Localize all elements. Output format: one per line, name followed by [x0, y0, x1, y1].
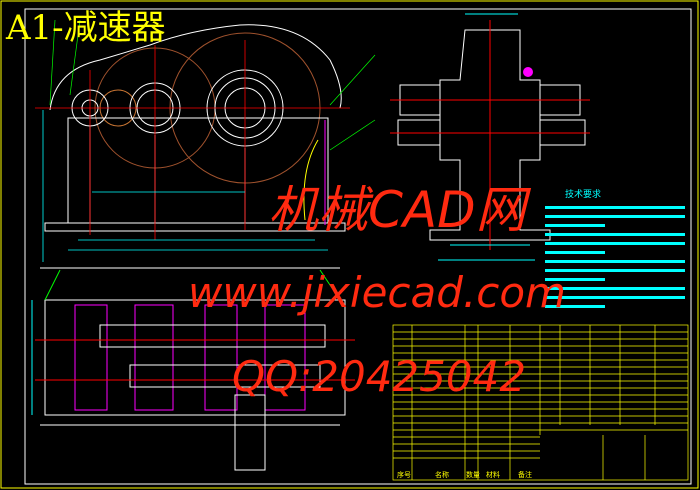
tech-line	[545, 233, 685, 236]
table-header-qty: 数量	[466, 471, 480, 479]
side-view	[390, 13, 590, 261]
tech-requirements-heading: 技术要求	[565, 190, 602, 200]
tech-line	[545, 206, 685, 209]
tech-line	[545, 269, 685, 272]
drawing-title: A1-减速器	[6, 8, 166, 48]
tech-line	[545, 251, 605, 254]
inner-border	[24, 8, 692, 485]
table-header-index: 序号	[397, 471, 411, 479]
tech-line	[545, 215, 685, 218]
watermark-url: www.jixiecad.com	[188, 268, 566, 317]
table-header-remark: 备注	[518, 471, 532, 479]
tech-line	[545, 260, 685, 263]
tech-requirements: 技术要求	[545, 190, 695, 308]
tech-line	[545, 224, 605, 227]
tech-line	[545, 278, 605, 281]
table-header-material: 材料	[486, 471, 500, 479]
front-view	[35, 19, 376, 262]
watermark-qq: QQ:20425042	[232, 352, 527, 401]
table-header-name: 名称	[435, 471, 449, 479]
tech-line	[545, 296, 685, 299]
parts-table	[392, 324, 689, 481]
tech-line	[545, 305, 605, 308]
tech-line	[545, 242, 685, 245]
plan-view	[31, 267, 355, 471]
tech-line	[545, 287, 685, 290]
watermark-site: 机械CAD网	[268, 181, 526, 239]
